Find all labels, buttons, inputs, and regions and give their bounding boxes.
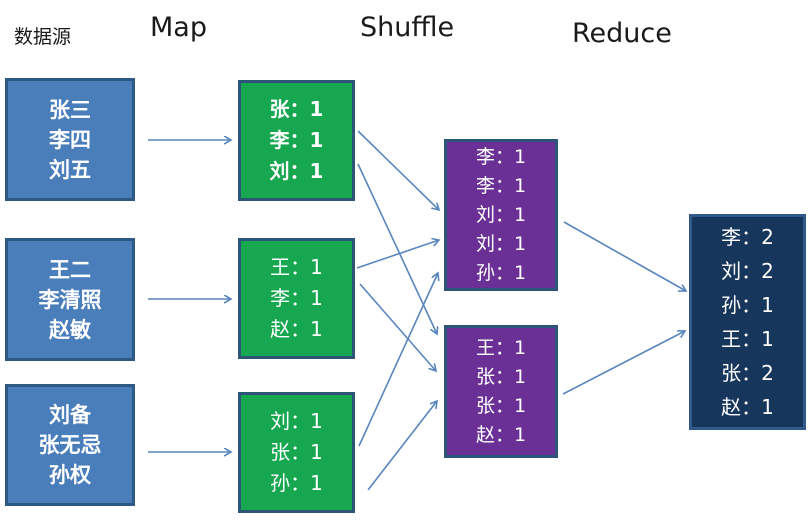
shuffle-arrow <box>358 273 438 447</box>
shuffle-arrow <box>356 240 439 269</box>
reduce-box: 李：2 刘：2 孙：1 王：1 张：2 赵：1 <box>689 214 806 430</box>
shuffle-arrow <box>357 163 437 334</box>
header-data-source: 数据源 <box>14 26 72 48</box>
header-map: Map <box>150 12 207 43</box>
shuffle-arrow <box>367 401 437 491</box>
shuffle-box-2: 王：1 张：1 张：1 赵：1 <box>444 325 558 458</box>
header-shuffle: Shuffle <box>360 12 455 43</box>
map-box-1: 张：1 李：1 刘：1 <box>238 80 355 201</box>
header-reduce: Reduce <box>572 18 672 49</box>
source-box-1: 张三 李四 刘五 <box>5 78 135 201</box>
source-box-2: 王二 李清照 赵敏 <box>5 238 135 361</box>
reduce-arrow <box>562 331 685 395</box>
reduce-arrow <box>563 221 686 291</box>
shuffle-box-1: 李：1 李：1 刘：1 刘：1 孙：1 <box>444 139 558 291</box>
source-box-3: 刘备 张无忌 孙权 <box>5 384 135 506</box>
shuffle-arrow <box>357 130 439 210</box>
map-box-3: 刘：1 张：1 孙：1 <box>238 392 355 513</box>
shuffle-arrow <box>359 283 436 371</box>
map-box-2: 王：1 李：1 赵：1 <box>238 238 355 359</box>
